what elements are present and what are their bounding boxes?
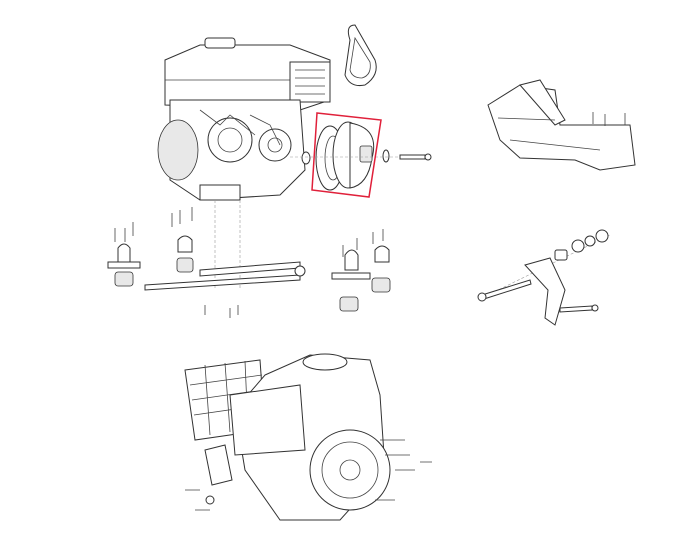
engine-upper-assembly <box>157 37 331 201</box>
engine-mount-hardware <box>107 200 391 318</box>
highlight-box <box>311 112 382 198</box>
tensioner-arm-hardware <box>477 229 611 326</box>
drive-belt <box>344 24 377 86</box>
pulley-assembly <box>290 121 432 191</box>
mounting-bracket-plate <box>487 79 636 171</box>
engine-lower-assembly <box>184 353 432 521</box>
